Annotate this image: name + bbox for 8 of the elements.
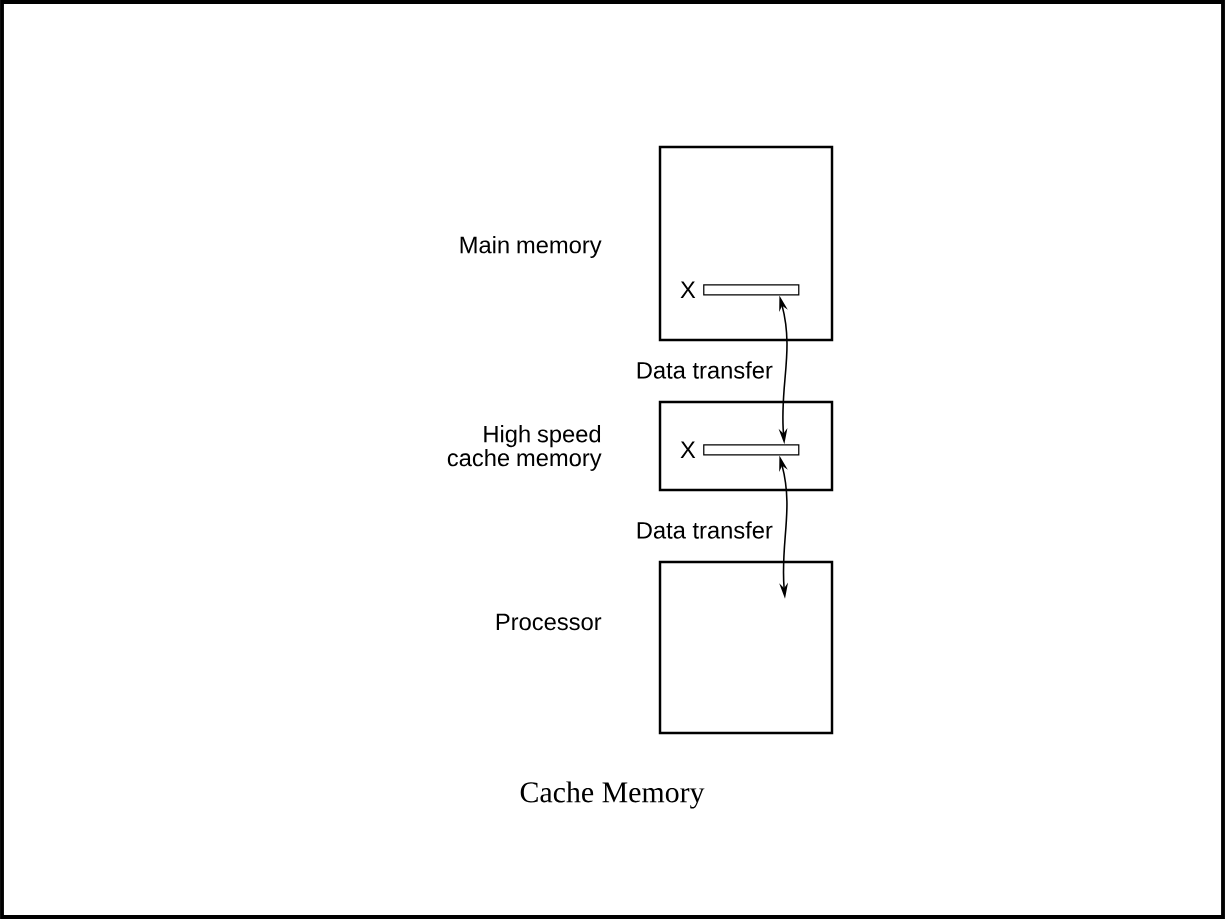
slot-label: X <box>680 441 696 458</box>
box-label: High speed cache memory <box>447 425 602 471</box>
edge-label: Data transfer <box>637 361 773 379</box>
box-label: Processor <box>496 613 602 631</box>
caption: Cache Memory <box>520 781 705 809</box>
slot-label: X <box>680 281 696 298</box>
edge-label: Data transfer <box>637 521 773 539</box>
box-label: Main memory <box>460 235 602 259</box>
